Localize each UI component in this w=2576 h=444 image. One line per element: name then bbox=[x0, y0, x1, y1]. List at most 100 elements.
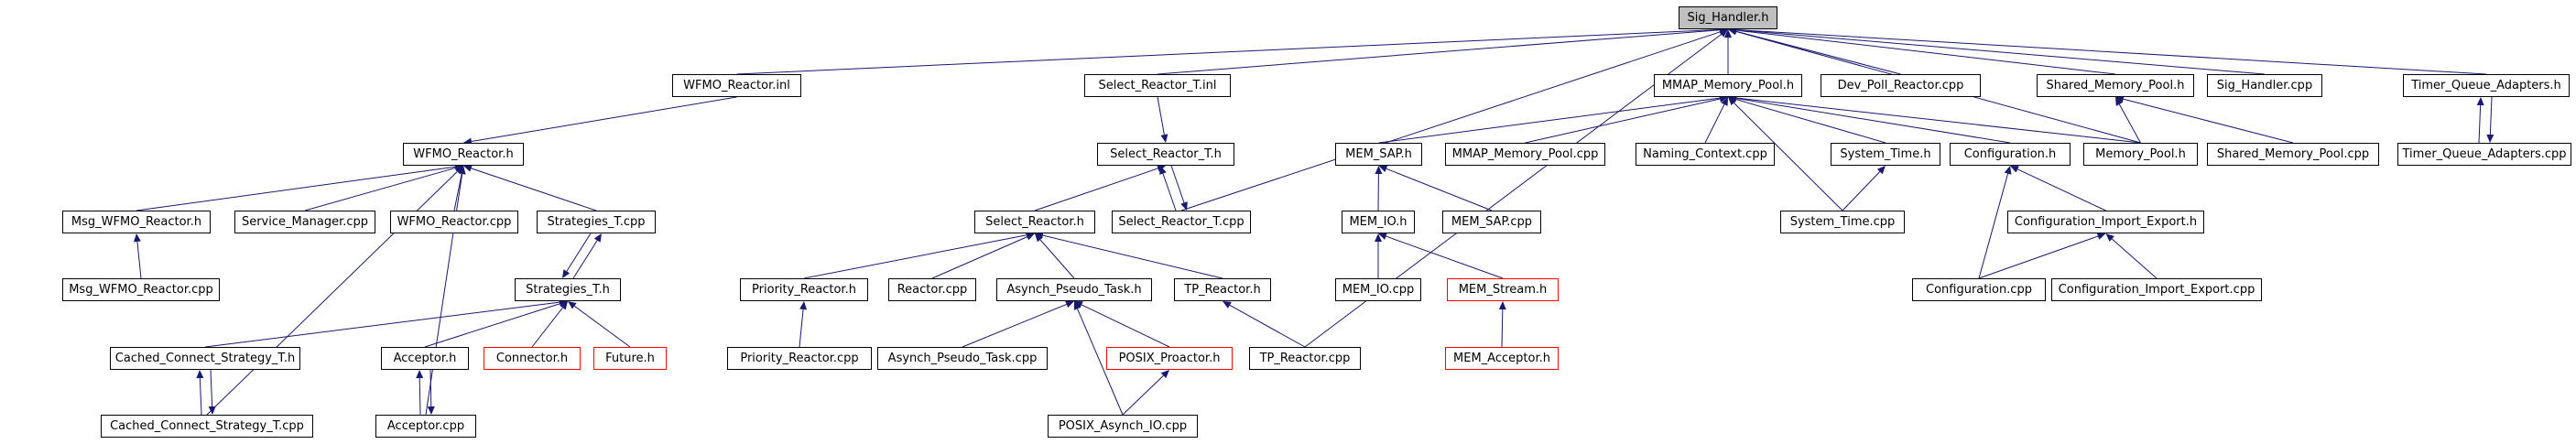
node-system-time-h[interactable]: System_Time.h bbox=[1831, 143, 1940, 166]
edge-connector_h-to-strategies_t_h bbox=[531, 307, 563, 348]
edge-mmap_memory_pool_cpp-to-mmap_memory_pool_h bbox=[1525, 98, 1721, 144]
edge-acceptor_h-to-acceptor_cpp bbox=[429, 369, 432, 407]
node-mem-io-cpp[interactable]: MEM_IO.cpp bbox=[1335, 278, 1421, 301]
node-tp-reactor-h[interactable]: TP_Reactor.h bbox=[1174, 278, 1271, 301]
edge-tp_reactor_h-to-select_reactor_h bbox=[1042, 234, 1223, 279]
edge-priority_reactor_h-to-select_reactor_h bbox=[803, 234, 1027, 279]
node-future-h[interactable]: Future.h bbox=[593, 347, 667, 370]
node-shared-memory-pool-h[interactable]: Shared_Memory_Pool.h bbox=[2037, 74, 2194, 97]
arrowhead-mem_stream_h-to-mem_io_h bbox=[1378, 233, 1387, 240]
node-configuration-cpp[interactable]: Configuration.cpp bbox=[1912, 278, 2046, 301]
arrowhead-system_time_cpp-to-system_time_h bbox=[1876, 166, 1886, 175]
node-service-manager-cpp[interactable]: Service_Manager.cpp bbox=[234, 211, 375, 233]
arrowhead-cached_connect_strategy_t_h-to-cached_connect_strategy_t_cpp bbox=[208, 406, 216, 415]
arrowhead-connector_h-to-strategies_t_h bbox=[560, 301, 568, 310]
node-msg-wfmo-reactor-h[interactable]: Msg_WFMO_Reactor.h bbox=[62, 211, 211, 233]
arrowhead-mem_acceptor_h-to-mem_stream_h bbox=[1498, 301, 1506, 310]
node-configuration-import-export-cpp[interactable]: Configuration_Import_Export.cpp bbox=[2051, 278, 2262, 301]
arrowhead-tp_reactor_cpp-to-tp_reactor_h bbox=[1223, 301, 1232, 309]
arrowhead-timer_queue_adapters_h-to-timer_queue_adapters_cpp bbox=[2486, 134, 2494, 143]
edge-sig_handler_cpp-to-sig_handler_h bbox=[1735, 29, 2266, 75]
node-cached-connect-strategy-t-h[interactable]: Cached_Connect_Strategy_T.h bbox=[110, 347, 300, 370]
arrowhead-strategies_t_h-to-strategies_t_cpp bbox=[593, 233, 602, 243]
node-select-reactor-t-inl[interactable]: Select_Reactor_T.inl bbox=[1084, 74, 1231, 97]
edge-configuration_import_export_h-to-configuration_h bbox=[2016, 168, 2106, 211]
arrowhead-asynch_pseudo_task_h-to-select_reactor_h bbox=[1035, 233, 1043, 243]
edge-memory_pool_h-to-mmap_memory_pool_h bbox=[1735, 97, 2141, 144]
node-shared-memory-pool-cpp[interactable]: Shared_Memory_Pool.cpp bbox=[2207, 143, 2379, 166]
node-select-reactor-t-h[interactable]: Select_Reactor_T.h bbox=[1097, 143, 1234, 166]
arrowhead-msg_wfmo_reactor_cpp-to-msg_wfmo_reactor_h bbox=[133, 233, 141, 243]
arrowhead-future_h-to-strategies_t_h bbox=[568, 301, 577, 309]
node-posix-proactor-h[interactable]: POSIX_Proactor.h bbox=[1106, 347, 1233, 370]
node-cached-connect-strategy-t-cpp[interactable]: Cached_Connect_Strategy_T.cpp bbox=[101, 415, 313, 438]
node-configuration-import-export-h[interactable]: Configuration_Import_Export.h bbox=[2007, 211, 2204, 233]
edge-msg_wfmo_reactor_cpp-to-msg_wfmo_reactor_h bbox=[136, 241, 142, 279]
edge-future_h-to-strategies_t_h bbox=[573, 305, 631, 348]
edge-posix_proactor_h-to-asynch_pseudo_task_h bbox=[1081, 304, 1170, 348]
node-mem-acceptor-h[interactable]: MEM_Acceptor.h bbox=[1445, 347, 1559, 370]
arrowhead-configuration_cpp-to-configuration_import_export_h bbox=[2096, 233, 2106, 240]
node-strategies-t-cpp[interactable]: Strategies_T.cpp bbox=[537, 211, 656, 233]
arrowhead-select_reactor_t_h-to-select_reactor_t_cpp bbox=[1180, 201, 1188, 211]
node-dev-poll-reactor-cpp[interactable]: Dev_Poll_Reactor.cpp bbox=[1821, 74, 1981, 97]
edge-reactor_cpp-to-select_reactor_h bbox=[931, 236, 1027, 279]
edge-timer_queue_adapters_cpp-to-timer_queue_adapters_h bbox=[2478, 104, 2482, 144]
node-asynch-pseudo-task-h[interactable]: Asynch_Pseudo_Task.h bbox=[996, 278, 1152, 301]
node-wfmo-reactor-inl[interactable]: WFMO_Reactor.inl bbox=[672, 74, 801, 97]
node-naming-context-cpp[interactable]: Naming_Context.cpp bbox=[1636, 143, 1775, 166]
node-connector-h[interactable]: Connector.h bbox=[484, 347, 581, 370]
node-posix-asynch-io-cpp[interactable]: POSIX_Asynch_IO.cpp bbox=[1048, 415, 1198, 438]
node-timer-queue-adapters-cpp[interactable]: Timer_Queue_Adapters.cpp bbox=[2397, 143, 2571, 166]
arrowhead-memory_pool_h-to-sig_handler_h bbox=[1728, 27, 1737, 36]
edge-select_reactor_t_inl-to-select_reactor_t_h bbox=[1157, 96, 1165, 135]
node-system-time-cpp[interactable]: System_Time.cpp bbox=[1780, 211, 1905, 233]
node-priority-reactor-h[interactable]: Priority_Reactor.h bbox=[740, 278, 868, 301]
node-msg-wfmo-reactor-cpp[interactable]: Msg_WFMO_Reactor.cpp bbox=[62, 278, 220, 301]
arrowhead-posix_asynch_io_cpp-to-asynch_pseudo_task_h bbox=[1073, 301, 1081, 310]
node-timer-queue-adapters-h[interactable]: Timer_Queue_Adapters.h bbox=[2403, 74, 2570, 97]
edge-mem_sap_cpp-to-mem_sap_h bbox=[1386, 168, 1493, 211]
arrowhead-acceptor_h-to-acceptor_cpp bbox=[427, 406, 435, 415]
edge-priority_reactor_cpp-to-priority_reactor_h bbox=[799, 309, 804, 348]
node-mem-sap-cpp[interactable]: MEM_SAP.cpp bbox=[1442, 211, 1541, 233]
arrowhead-mem_sap_cpp-to-mem_sap_h bbox=[1378, 165, 1388, 173]
node-configuration-h[interactable]: Configuration.h bbox=[1950, 143, 2071, 166]
edge-system_time_cpp-to-system_time_h bbox=[1842, 171, 1881, 211]
node-mem-io-h[interactable]: MEM_IO.h bbox=[1342, 211, 1415, 233]
node-mmap-memory-pool-cpp[interactable]: MMAP_Memory_Pool.cpp bbox=[1445, 143, 1605, 166]
node-sig-handler-cpp[interactable]: Sig_Handler.cpp bbox=[2207, 74, 2322, 97]
edge-cached_connect_strategy_t_h-to-strategies_t_h bbox=[204, 301, 560, 348]
node-acceptor-cpp[interactable]: Acceptor.cpp bbox=[375, 415, 476, 438]
node-mem-stream-h[interactable]: MEM_Stream.h bbox=[1447, 278, 1559, 301]
node-asynch-pseudo-task-cpp[interactable]: Asynch_Pseudo_Task.cpp bbox=[877, 347, 1048, 370]
node-sig-handler-h: Sig_Handler.h bbox=[1679, 6, 1777, 29]
node-select-reactor-h[interactable]: Select_Reactor.h bbox=[974, 211, 1095, 233]
node-reactor-cpp[interactable]: Reactor.cpp bbox=[888, 278, 976, 301]
edge-cached_connect_strategy_t_h-to-cached_connect_strategy_t_cpp bbox=[210, 369, 213, 407]
edge-configuration_cpp-to-configuration_h bbox=[1978, 173, 2009, 279]
node-strategies-t-h[interactable]: Strategies_T.h bbox=[515, 278, 621, 301]
edge-strategies_t_cpp-to-strategies_t_h bbox=[566, 233, 592, 272]
node-mem-sap-h[interactable]: MEM_SAP.h bbox=[1335, 143, 1422, 166]
node-select-reactor-t-cpp[interactable]: Select_Reactor_T.cpp bbox=[1112, 211, 1251, 233]
node-mmap-memory-pool-h[interactable]: MMAP_Memory_Pool.h bbox=[1654, 74, 1802, 97]
node-memory-pool-h[interactable]: Memory_Pool.h bbox=[2083, 143, 2198, 166]
edge-timer_queue_adapters_h-to-sig_handler_h bbox=[1735, 29, 2487, 75]
node-wfmo-reactor-h[interactable]: WFMO_Reactor.h bbox=[403, 143, 524, 166]
edge-shared_memory_pool_cpp-to-shared_memory_pool_h bbox=[2123, 98, 2294, 144]
edge-configuration_h-to-mmap_memory_pool_h bbox=[1735, 97, 2011, 144]
node-tp-reactor-cpp[interactable]: TP_Reactor.cpp bbox=[1249, 347, 1361, 370]
edge-select_reactor_t_h-to-select_reactor_t_cpp bbox=[1170, 165, 1185, 203]
edge-wfmo_reactor_inl-to-sig_handler_h bbox=[736, 28, 1721, 75]
arrowhead-timer_queue_adapters_cpp-to-timer_queue_adapters_h bbox=[2476, 97, 2484, 106]
node-acceptor-h[interactable]: Acceptor.h bbox=[381, 347, 469, 370]
arrowhead-mem_io_h-to-mem_sap_h bbox=[1375, 166, 1383, 175]
arrowhead-priority_reactor_cpp-to-priority_reactor_h bbox=[799, 301, 808, 310]
node-wfmo-reactor-cpp[interactable]: WFMO_Reactor.cpp bbox=[390, 211, 518, 233]
edge-posix_asynch_io_cpp-to-posix_proactor_h bbox=[1122, 374, 1164, 416]
edge-mem_acceptor_h-to-mem_stream_h bbox=[1501, 309, 1504, 348]
edge-service_manager_cpp-to-wfmo_reactor_h bbox=[304, 167, 456, 211]
node-priority-reactor-cpp[interactable]: Priority_Reactor.cpp bbox=[727, 347, 872, 370]
edge-select_reactor_t_inl-to-sig_handler_h bbox=[1157, 29, 1721, 75]
